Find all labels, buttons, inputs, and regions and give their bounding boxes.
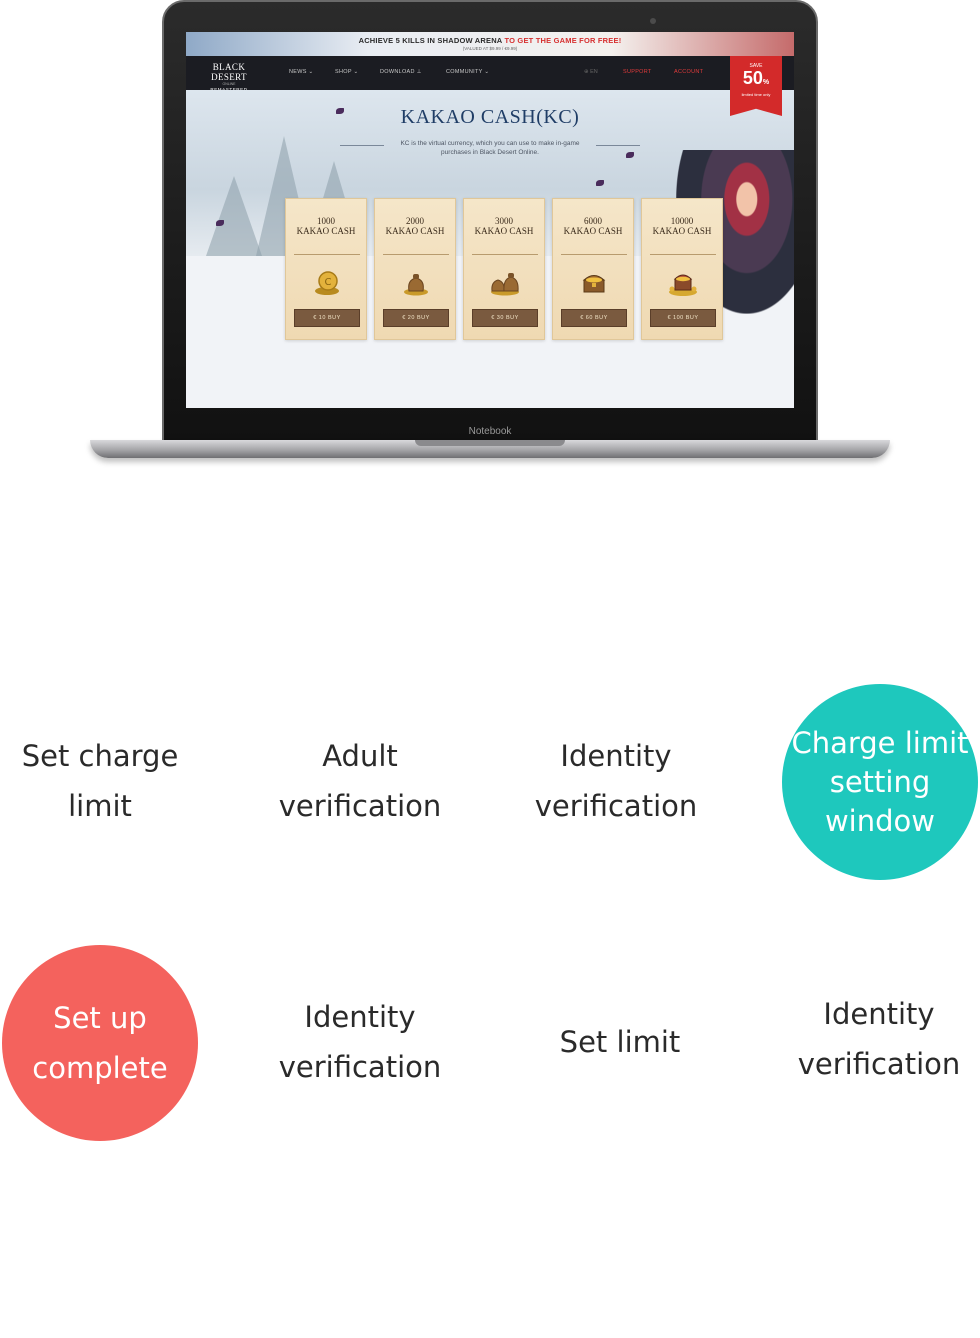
card-amount: 1000 (317, 216, 335, 226)
card-amount: 6000 (584, 216, 602, 226)
treasure-chest-icon (582, 275, 606, 293)
petal-shape (596, 180, 604, 186)
step-set-charge-limit: Set charge limit (0, 731, 200, 831)
step-line: Charge limit (791, 725, 969, 760)
notebook-label: Notebook (468, 426, 512, 437)
card-unit: KAKAO CASH (296, 226, 356, 236)
step-line: Set up (53, 1001, 147, 1035)
laptop-base (90, 440, 890, 458)
card-unit: KAKAO CASH (474, 226, 534, 236)
step-line: verification (534, 789, 698, 823)
nav-item-support[interactable]: SUPPORT (623, 69, 652, 75)
title-divider-right (596, 145, 640, 146)
card-divider (383, 254, 449, 255)
logo-tag-text: REMASTERED (194, 87, 264, 92)
step-line: limit (68, 789, 132, 823)
petal-shape (216, 220, 224, 226)
card-unit: KAKAO CASH (652, 226, 712, 236)
promo-subtext: (VALUED AT $9.99 / €9.99) (462, 46, 518, 51)
card-unit: KAKAO CASH (385, 226, 445, 236)
sale-badge[interactable]: SAVE 50% limited time only (730, 56, 782, 116)
buy-button-2000[interactable]: € 20 BUY (383, 309, 449, 327)
page-description: KC is the virtual currency, which you ca… (400, 140, 580, 156)
step-identity-verification-3: Identity verification (779, 989, 979, 1089)
step-line: verification (797, 1047, 961, 1081)
sale-note: limited time only (741, 92, 771, 97)
card-divider (561, 254, 627, 255)
buy-button-10000[interactable]: € 100 BUY (650, 309, 716, 327)
page-title: KAKAO CASH(KC) (400, 106, 580, 128)
card-divider (472, 254, 538, 255)
card-unit: KAKAO CASH (563, 226, 623, 236)
nav-item-community[interactable]: COMMUNITY ⌄ (446, 69, 490, 75)
buy-button-1000[interactable]: € 10 BUY (294, 309, 360, 327)
coin-bags-icon (491, 273, 519, 296)
step-identity-verification-2: Identity verification (260, 992, 460, 1092)
language-selector[interactable]: ⊕ EN (584, 69, 598, 75)
step-line: Set charge (21, 739, 179, 773)
coin-bag-icon (404, 274, 428, 296)
step-identity-verification: Identity verification (516, 731, 716, 831)
step-line: Adult (322, 739, 398, 773)
step-charge-limit-window: Charge limit setting window (782, 684, 978, 880)
cash-card-2000: 2000 KAKAO CASH € 20 BUY (374, 198, 456, 340)
treasure-pile-icon (669, 274, 697, 296)
logo-main-text: BLACK DESERT (211, 62, 247, 82)
petal-shape (626, 152, 634, 158)
promo-text: ACHIEVE 5 KILLS IN SHADOW ARENA TO GET T… (186, 32, 794, 45)
site-nav: BLACK DESERT ONLINE REMASTERED NEWS ⌄ SH… (186, 56, 794, 92)
card-divider (650, 254, 716, 255)
step-line: Identity (823, 997, 935, 1031)
step-line: setting (829, 764, 931, 799)
promo-banner[interactable]: ACHIEVE 5 KILLS IN SHADOW ARENA TO GET T… (186, 32, 794, 56)
card-divider (294, 254, 360, 255)
step-line: complete (32, 1051, 168, 1085)
sale-percent-value: 50 (742, 68, 763, 88)
cash-card-3000: 3000 KAKAO CASH € 30 BUY (463, 198, 545, 340)
tree-shape (206, 176, 262, 256)
site-logo[interactable]: BLACK DESERT ONLINE REMASTERED (194, 62, 264, 92)
step-line: verification (278, 789, 442, 823)
promo-text-highlight: TO GET THE GAME FOR FREE! (504, 36, 622, 45)
promo-text-main: ACHIEVE 5 KILLS IN SHADOW ARENA (358, 36, 503, 45)
nav-item-download[interactable]: DOWNLOAD ⊥ (380, 69, 422, 75)
buy-button-6000[interactable]: € 60 BUY (561, 309, 627, 327)
card-amount: 2000 (406, 216, 424, 226)
step-line: Set limit (559, 1025, 681, 1059)
svg-text:C: C (325, 277, 332, 288)
logo-sub-text: ONLINE (222, 82, 236, 86)
step-line: Identity (560, 739, 672, 773)
sale-percent: 50% (730, 69, 782, 92)
nav-item-shop[interactable]: SHOP ⌄ (335, 69, 359, 75)
step-set-up-complete: Set up complete (2, 945, 198, 1141)
camera-dot (650, 18, 656, 24)
sale-percent-sign: % (762, 79, 770, 86)
step-line: Identity (304, 1000, 416, 1034)
step-adult-verification: Adult verification (260, 731, 460, 831)
nav-item-account[interactable]: ACCOUNT (674, 69, 704, 75)
card-amount: 10000 (670, 216, 694, 226)
card-amount: 3000 (495, 216, 513, 226)
petal-shape (336, 108, 344, 114)
laptop-screen: ACHIEVE 5 KILLS IN SHADOW ARENA TO GET T… (186, 32, 794, 408)
title-divider-left (340, 145, 384, 146)
cash-card-10000: 10000 KAKAO CASH € 100 BUY (641, 198, 723, 340)
nav-item-news[interactable]: NEWS ⌄ (289, 69, 314, 75)
buy-button-3000[interactable]: € 30 BUY (472, 309, 538, 327)
coin-stack-icon: C (315, 271, 339, 295)
step-line: verification (278, 1050, 442, 1084)
laptop-notch (415, 440, 565, 446)
sale-save-text: SAVE (749, 63, 763, 69)
cash-card-1000: 1000 KAKAO CASH C € 10 BUY (285, 198, 367, 340)
step-line: window (824, 803, 935, 838)
cash-card-6000: 6000 KAKAO CASH € 60 BUY (552, 198, 634, 340)
step-set-limit: Set limit (520, 1017, 720, 1067)
